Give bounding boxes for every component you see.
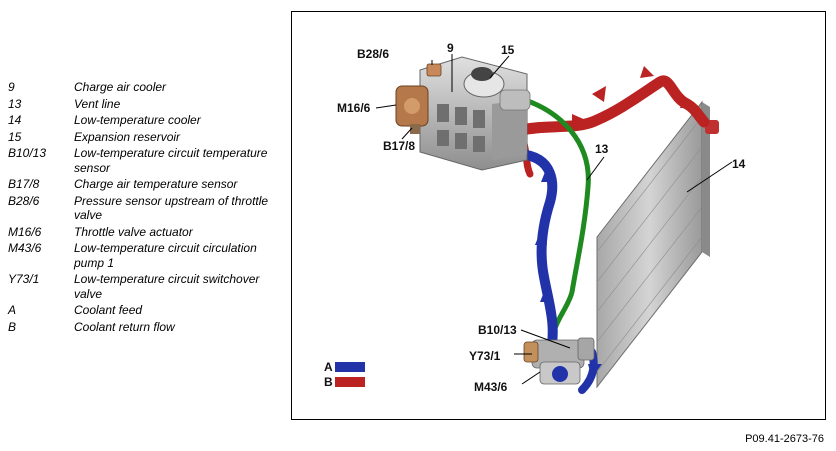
legend-code: B17/8 [8,177,40,191]
legend-row: 9 Charge air cooler [8,80,288,95]
legend-description: Low-temperature circuit circulation pump… [74,241,257,270]
legend-description: Expansion reservoir [74,129,181,144]
callout-14: 14 [732,157,746,171]
legend-row: B28/6 Pressure sensor upstream of throttl… [8,194,288,223]
coolant-circuit-diagram: B28/6 9 15 M16/6 B17/8 13 14 B10/13 Y73/… [324,41,746,394]
legend-description: Low-temperature circuit switchover valve [74,272,260,301]
callout-13: 13 [595,142,609,156]
legend-code: 13 [8,96,22,111]
charge-air-temperature-sensor [410,124,420,134]
throttle-valve-actuator [395,85,429,127]
legend-description: Throttle valve actuator [74,224,193,239]
callout-m16-6: M16/6 [337,101,371,115]
legend-description: Low-temperature circuit temperature sens… [74,146,268,175]
legend-description: Charge air cooler [74,80,167,94]
legend-row: B17/8 Charge air temperature sensor [8,177,288,192]
legend-code: Y73/1 [8,272,40,286]
legend-row: 15 Expansion reservoir [8,130,288,145]
callout-leaders [375,54,733,385]
legend-description: Coolant return flow [74,319,175,334]
legend-description: Low-temperature cooler [74,113,201,127]
legend-row: 14 Low-temperature cooler [8,113,288,128]
legend-code: 14 [8,113,22,127]
circulation-pump [523,337,595,385]
callout-y73-1: Y73/1 [469,349,501,363]
callout-m43-6: M43/6 [474,380,508,394]
legend-row: B Coolant return flow [8,320,288,335]
diagram-frame: B28/6 9 15 M16/6 B17/8 13 14 B10/13 Y73/… [291,11,826,420]
legend-description: Coolant feed [74,303,143,317]
legend-code: A [8,303,17,317]
callout-b28-6: B28/6 [357,47,389,61]
legend-code: M43/6 [8,241,42,255]
legend-row: Y73/1 Low-temperature circuit switchover … [8,272,288,301]
figure-reference: P09.41-2673-76 [745,433,824,445]
flow-key-swatch-b [335,377,365,387]
legend-row: B10/13 Low-temperature circuit temperatur… [8,146,288,175]
callout-9: 9 [447,41,454,55]
flow-key-label-b: B [324,375,333,389]
callout-b17-8: B17/8 [383,139,415,153]
vent-line [522,97,591,355]
legend-code: B28/6 [8,193,40,208]
legend-row: A Coolant feed [8,303,288,318]
legend-description: Pressure sensor upstream of throttle val… [74,193,269,223]
flow-key: A B [324,360,365,389]
legend-code: 15 [8,129,22,144]
pressure-sensor [426,63,442,77]
legend-code: B10/13 [8,146,47,160]
flow-key-label-a: A [324,360,333,374]
legend-row: M43/6 Low-temperature circuit circulation… [8,241,288,270]
flow-key-swatch-a [335,362,365,372]
legend-code: M16/6 [8,224,42,239]
legend-row: M16/6 Throttle valve actuator [8,225,288,240]
callout-labels: B28/6 9 15 M16/6 B17/8 13 14 B10/13 Y73/… [337,41,746,394]
expansion-reservoir [463,67,531,111]
legend-description: Vent line [74,96,121,111]
low-temperature-cooler [596,100,719,389]
callout-15: 15 [501,43,515,57]
callout-b10-13: B10/13 [478,323,517,337]
legend-description: Charge air temperature sensor [74,177,238,191]
legend-code: 9 [8,80,15,94]
legend-row: 13 Vent line [8,97,288,112]
legend-code: B [8,319,17,334]
